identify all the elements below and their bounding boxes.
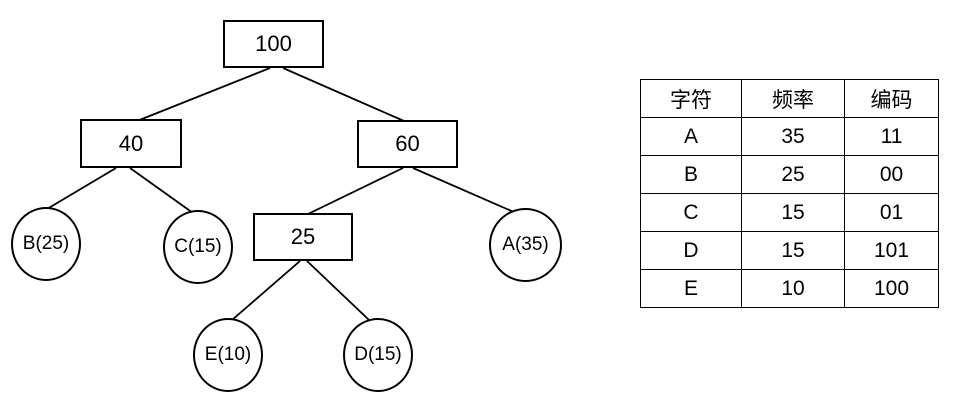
edge-40-c bbox=[129, 167, 194, 214]
cell-freq: 35 bbox=[741, 117, 845, 156]
tree-node-25: 25 bbox=[253, 213, 353, 261]
tree-leaf-c: C(15) bbox=[163, 210, 233, 284]
tree-leaf-e: E(10) bbox=[193, 318, 263, 392]
tree-node-25-label: 25 bbox=[290, 224, 316, 249]
edge-40-b bbox=[46, 167, 117, 210]
cell-code: 101 bbox=[844, 231, 939, 270]
tree-node-60: 60 bbox=[357, 120, 458, 168]
cell-char: B bbox=[640, 155, 742, 194]
edge-root-40 bbox=[136, 67, 271, 122]
table-row: A 35 11 bbox=[640, 117, 939, 156]
tree-leaf-b-label: B(25) bbox=[22, 233, 70, 254]
cell-char: D bbox=[640, 231, 742, 270]
tree-node-60-label: 60 bbox=[395, 131, 420, 156]
cell-freq: 10 bbox=[741, 269, 845, 308]
edge-root-60 bbox=[282, 67, 405, 122]
table-row: B 25 00 bbox=[640, 155, 939, 194]
edge-60-a bbox=[412, 167, 517, 214]
edge-25-d bbox=[306, 260, 370, 321]
tree-leaf-b: B(25) bbox=[11, 207, 81, 281]
cell-freq: 15 bbox=[741, 193, 845, 232]
table-row: D 15 101 bbox=[640, 231, 939, 270]
code-table-header-char: 字符 bbox=[640, 79, 742, 118]
tree-leaf-e-label: E(10) bbox=[204, 344, 252, 365]
tree-leaf-a-label: A(35) bbox=[502, 234, 549, 255]
cell-char: C bbox=[640, 193, 742, 232]
cell-code: 01 bbox=[844, 193, 939, 232]
edge-60-25 bbox=[307, 167, 404, 215]
tree-leaf-a: A(35) bbox=[489, 208, 562, 282]
tree-leaf-d-label: D(15) bbox=[354, 344, 402, 365]
cell-code: 100 bbox=[844, 269, 939, 308]
cell-char: E bbox=[640, 269, 742, 308]
cell-code: 00 bbox=[844, 155, 939, 194]
tree-leaf-c-label: C(15) bbox=[174, 236, 222, 257]
cell-freq: 25 bbox=[741, 155, 845, 194]
cell-code: 11 bbox=[844, 117, 939, 156]
edge-25-e bbox=[231, 260, 301, 321]
cell-char: A bbox=[640, 117, 742, 156]
code-table-header-freq: 频率 bbox=[741, 79, 845, 118]
table-row: E 10 100 bbox=[640, 269, 939, 308]
tree-node-40: 40 bbox=[80, 119, 182, 168]
tree-node-root-label: 100 bbox=[255, 31, 292, 56]
code-table-header-row: 字符 频率 编码 bbox=[640, 79, 939, 118]
tree-leaf-d: D(15) bbox=[343, 318, 413, 392]
tree-node-root: 100 bbox=[223, 20, 324, 68]
code-table: 字符 频率 编码 A 35 11 B 25 00 C 15 01 D bbox=[640, 79, 939, 308]
tree-node-40-label: 40 bbox=[118, 130, 144, 156]
table-row: C 15 01 bbox=[640, 193, 939, 232]
code-table-header-code: 编码 bbox=[844, 79, 939, 118]
cell-freq: 15 bbox=[741, 231, 845, 270]
